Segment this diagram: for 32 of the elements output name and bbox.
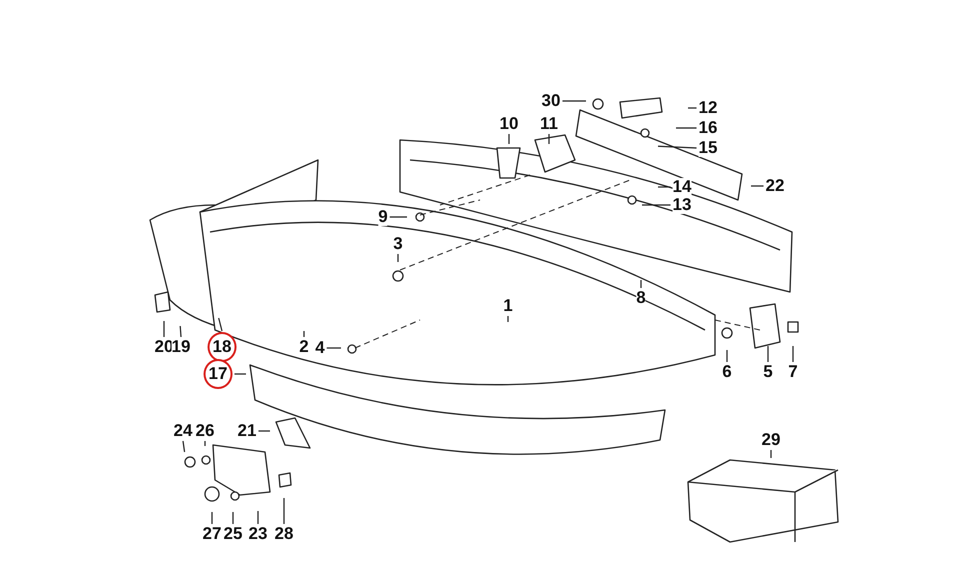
leader-line xyxy=(658,146,697,149)
leader-line xyxy=(180,326,182,338)
leader-line xyxy=(326,347,341,349)
leader-line xyxy=(232,512,234,524)
callout-number: 14 xyxy=(672,178,692,196)
leader-line xyxy=(303,331,305,337)
callout-number: 17 xyxy=(204,359,232,389)
leader-line xyxy=(163,321,165,337)
leader-line xyxy=(548,134,550,144)
callout-number: 15 xyxy=(698,139,718,157)
leader-line xyxy=(562,100,586,102)
leader-line xyxy=(390,216,407,218)
leader-line xyxy=(642,204,671,206)
leader-line xyxy=(234,373,246,375)
leader-line xyxy=(658,186,671,188)
leader-line xyxy=(211,512,213,524)
leader-line xyxy=(726,350,728,362)
leader-line xyxy=(676,127,697,129)
leader-line xyxy=(218,318,223,332)
callout-number: 18 xyxy=(208,332,236,362)
leader-line xyxy=(283,498,285,524)
leader-line xyxy=(508,134,510,144)
leader-line xyxy=(751,185,764,187)
callout-number: 13 xyxy=(672,196,692,214)
leader-line xyxy=(767,346,769,362)
callout-number: 9 xyxy=(378,208,388,226)
leader-line xyxy=(640,280,642,288)
leader-line xyxy=(257,511,259,524)
leader-line xyxy=(688,107,697,109)
leader-line xyxy=(258,430,270,432)
leader-line xyxy=(182,440,186,452)
leader-line xyxy=(792,346,794,362)
